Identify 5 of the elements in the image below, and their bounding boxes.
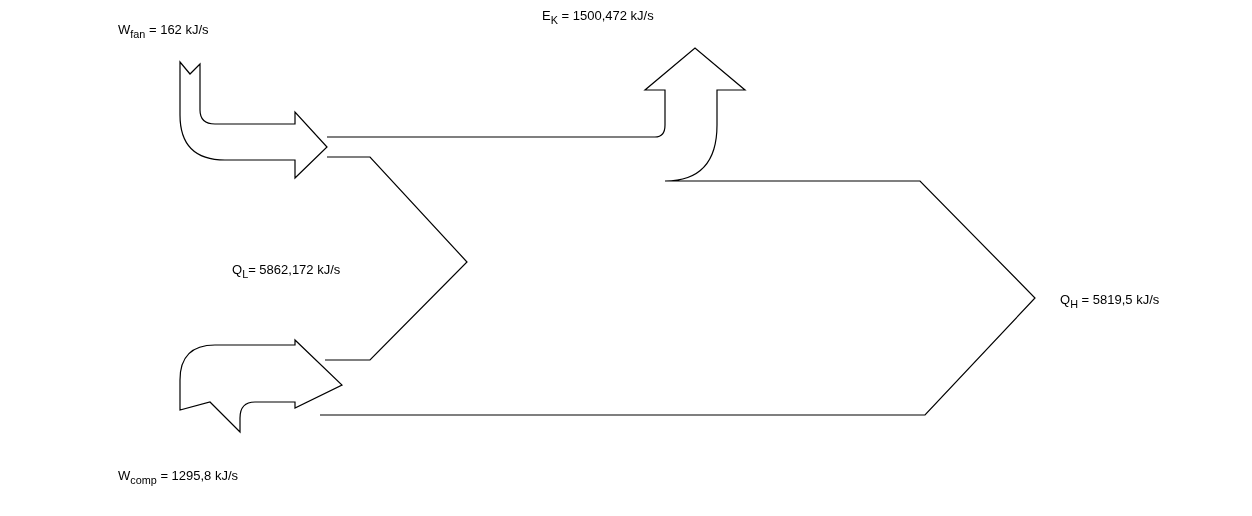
flow-label: E$_{K}$ = 1500,472 kJ/s	[542, 8, 654, 26]
flow-label: Q$_{H}$ = 5819,5 kJ/s	[1060, 292, 1160, 310]
flow-label: Q$_{L}$= 5862,172 kJ/s	[232, 262, 341, 280]
flow-label: W$_{comp}$ = 1295,8 kJ/s	[118, 468, 239, 486]
flow-label: W$_{fan}$ = 162 kJ/s	[118, 22, 209, 40]
